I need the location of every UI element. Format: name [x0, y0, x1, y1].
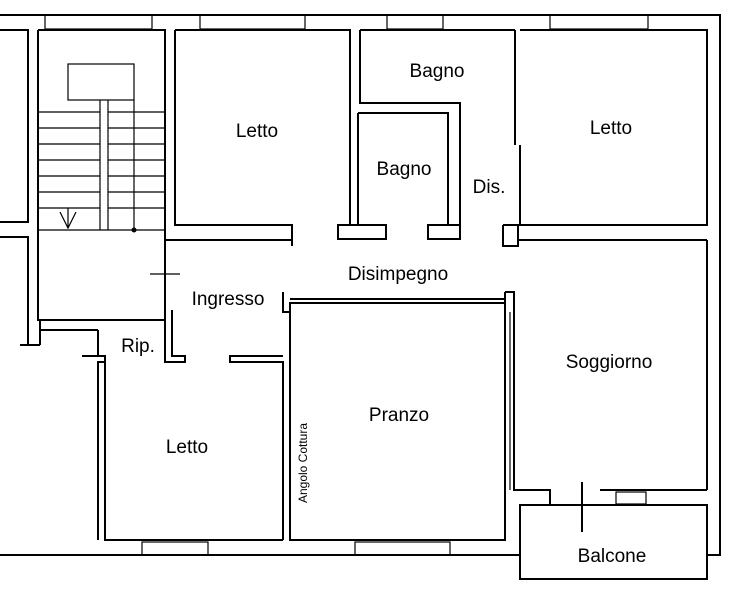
- label-bagno-top: Bagno: [410, 61, 465, 82]
- label-pranzo: Pranzo: [369, 405, 429, 426]
- label-balcone: Balcone: [578, 546, 647, 567]
- wall-pranzo: [229, 303, 511, 541]
- label-disimpegno: Disimpegno: [348, 264, 448, 285]
- wall-bagni: [337, 29, 516, 240]
- wall-letto-top-left: [165, 29, 351, 246]
- label-soggiorno: Soggiorno: [566, 352, 653, 373]
- label-letto-top-left: Letto: [236, 121, 278, 142]
- label-letto-top-right: Letto: [590, 118, 632, 139]
- wall-letto-top-right: [502, 29, 708, 490]
- wall-disimpegno: [282, 291, 707, 505]
- label-letto-bottom: Letto: [166, 437, 208, 458]
- label-rip: Rip.: [121, 336, 155, 357]
- windows: [44, 14, 649, 556]
- wall-balcone: [519, 482, 708, 580]
- label-dis: Dis.: [473, 177, 506, 198]
- left-partial-walls: [0, 29, 40, 346]
- label-bagno-inner: Bagno: [377, 159, 432, 180]
- label-angolo-cottura: Angolo Cottura: [296, 423, 310, 503]
- label-ingresso: Ingresso: [192, 289, 265, 310]
- wall-letto-bottom: [39, 310, 283, 541]
- stairwell: [37, 29, 180, 321]
